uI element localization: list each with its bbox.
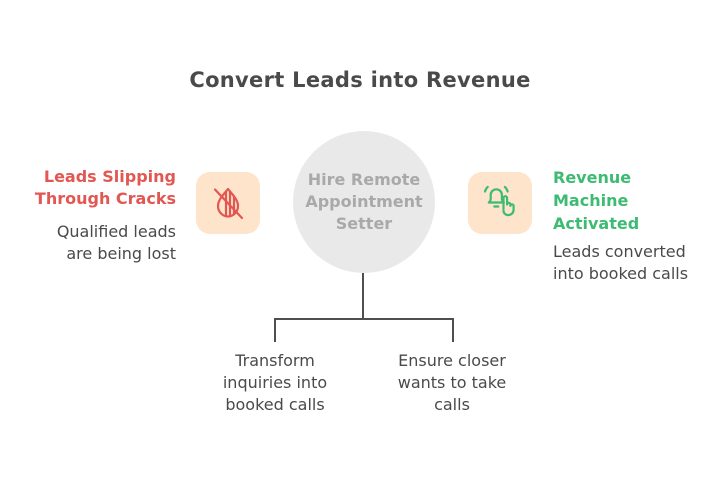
left-description: Qualified leads are being lost xyxy=(56,222,176,263)
right-heading: Revenue Machine Activated xyxy=(553,168,640,233)
connector-drop-left xyxy=(274,318,276,342)
droplet-off-icon xyxy=(206,181,250,225)
branch-label-2: Ensure closer wants to take calls xyxy=(397,351,507,414)
right-description: Leads converted into booked calls xyxy=(553,242,689,283)
left-heading: Leads Slipping Through Cracks xyxy=(34,167,176,208)
bell-tap-icon xyxy=(478,181,522,225)
page-title: Convert Leads into Revenue xyxy=(189,68,531,92)
branch-label-1: Transform inquiries into booked calls xyxy=(222,351,328,414)
connector-bar xyxy=(274,318,454,320)
center-node-label: Hire Remote Appointment Setter xyxy=(305,170,423,233)
connector-stem xyxy=(362,273,364,319)
center-node: Hire Remote Appointment Setter xyxy=(293,131,435,273)
icon-tile-right xyxy=(468,172,532,234)
connector-drop-right xyxy=(452,318,454,342)
icon-tile-left xyxy=(196,172,260,234)
